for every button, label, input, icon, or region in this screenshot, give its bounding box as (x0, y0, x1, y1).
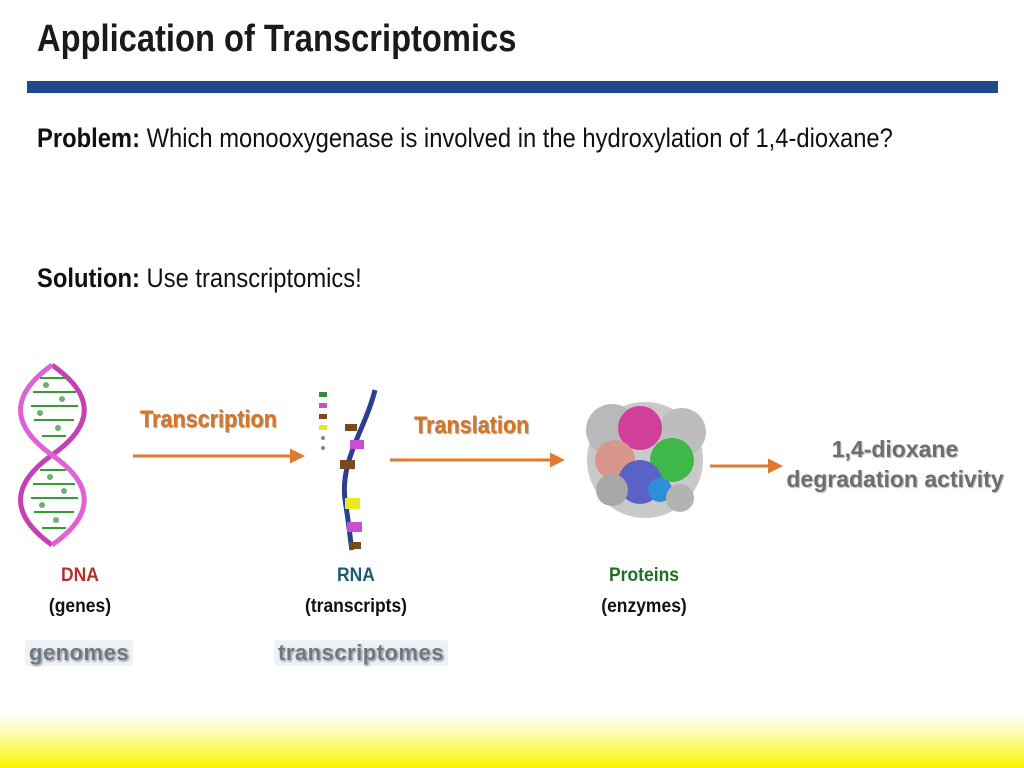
proteins-sublabel: (enzymes) (601, 596, 687, 617)
diagram-graphics (18, 362, 783, 551)
dna-helix-image (18, 362, 87, 548)
problem-label: Problem: (37, 123, 140, 153)
slide-title: Application of Transcriptomics (37, 18, 517, 60)
rna-caption: RNA (transcripts) (287, 560, 425, 622)
solution-statement: Solution: Use transcriptomics! (37, 258, 362, 299)
protein-complex-image (586, 402, 706, 518)
solution-text: Use transcriptomics! (146, 263, 362, 293)
rna-label: RNA (337, 565, 375, 586)
dna-caption: DNA (genes) (16, 560, 145, 622)
title-underline-bar (27, 81, 998, 93)
dna-sublabel: (genes) (48, 596, 112, 617)
result-line-2: degradation activity (786, 466, 1004, 492)
rna-strand-image (319, 389, 378, 551)
proteins-label: Proteins (609, 565, 679, 586)
dna-label: DNA (61, 565, 99, 586)
footer-gradient-band (0, 712, 1024, 768)
transcriptomes-tag: transcriptomes (274, 640, 448, 666)
result-line-1: 1,4-dioxane (831, 436, 959, 462)
central-dogma-diagram: Transcription Translation 1,4-dioxane de… (0, 350, 1024, 680)
solution-label: Solution: (37, 263, 140, 293)
problem-statement: Problem: Which monooxygenase is involved… (37, 118, 935, 159)
translation-label: Translation (414, 412, 530, 439)
problem-text: Which monooxygenase is involved in the h… (146, 123, 893, 153)
genomes-tag: genomes (25, 640, 134, 666)
rna-sublabel: (transcripts) (304, 596, 407, 617)
degradation-activity-label: 1,4-dioxane degradation activity (775, 434, 1015, 494)
proteins-caption: Proteins (enzymes) (580, 560, 709, 622)
transcription-label: Transcription (140, 406, 277, 433)
